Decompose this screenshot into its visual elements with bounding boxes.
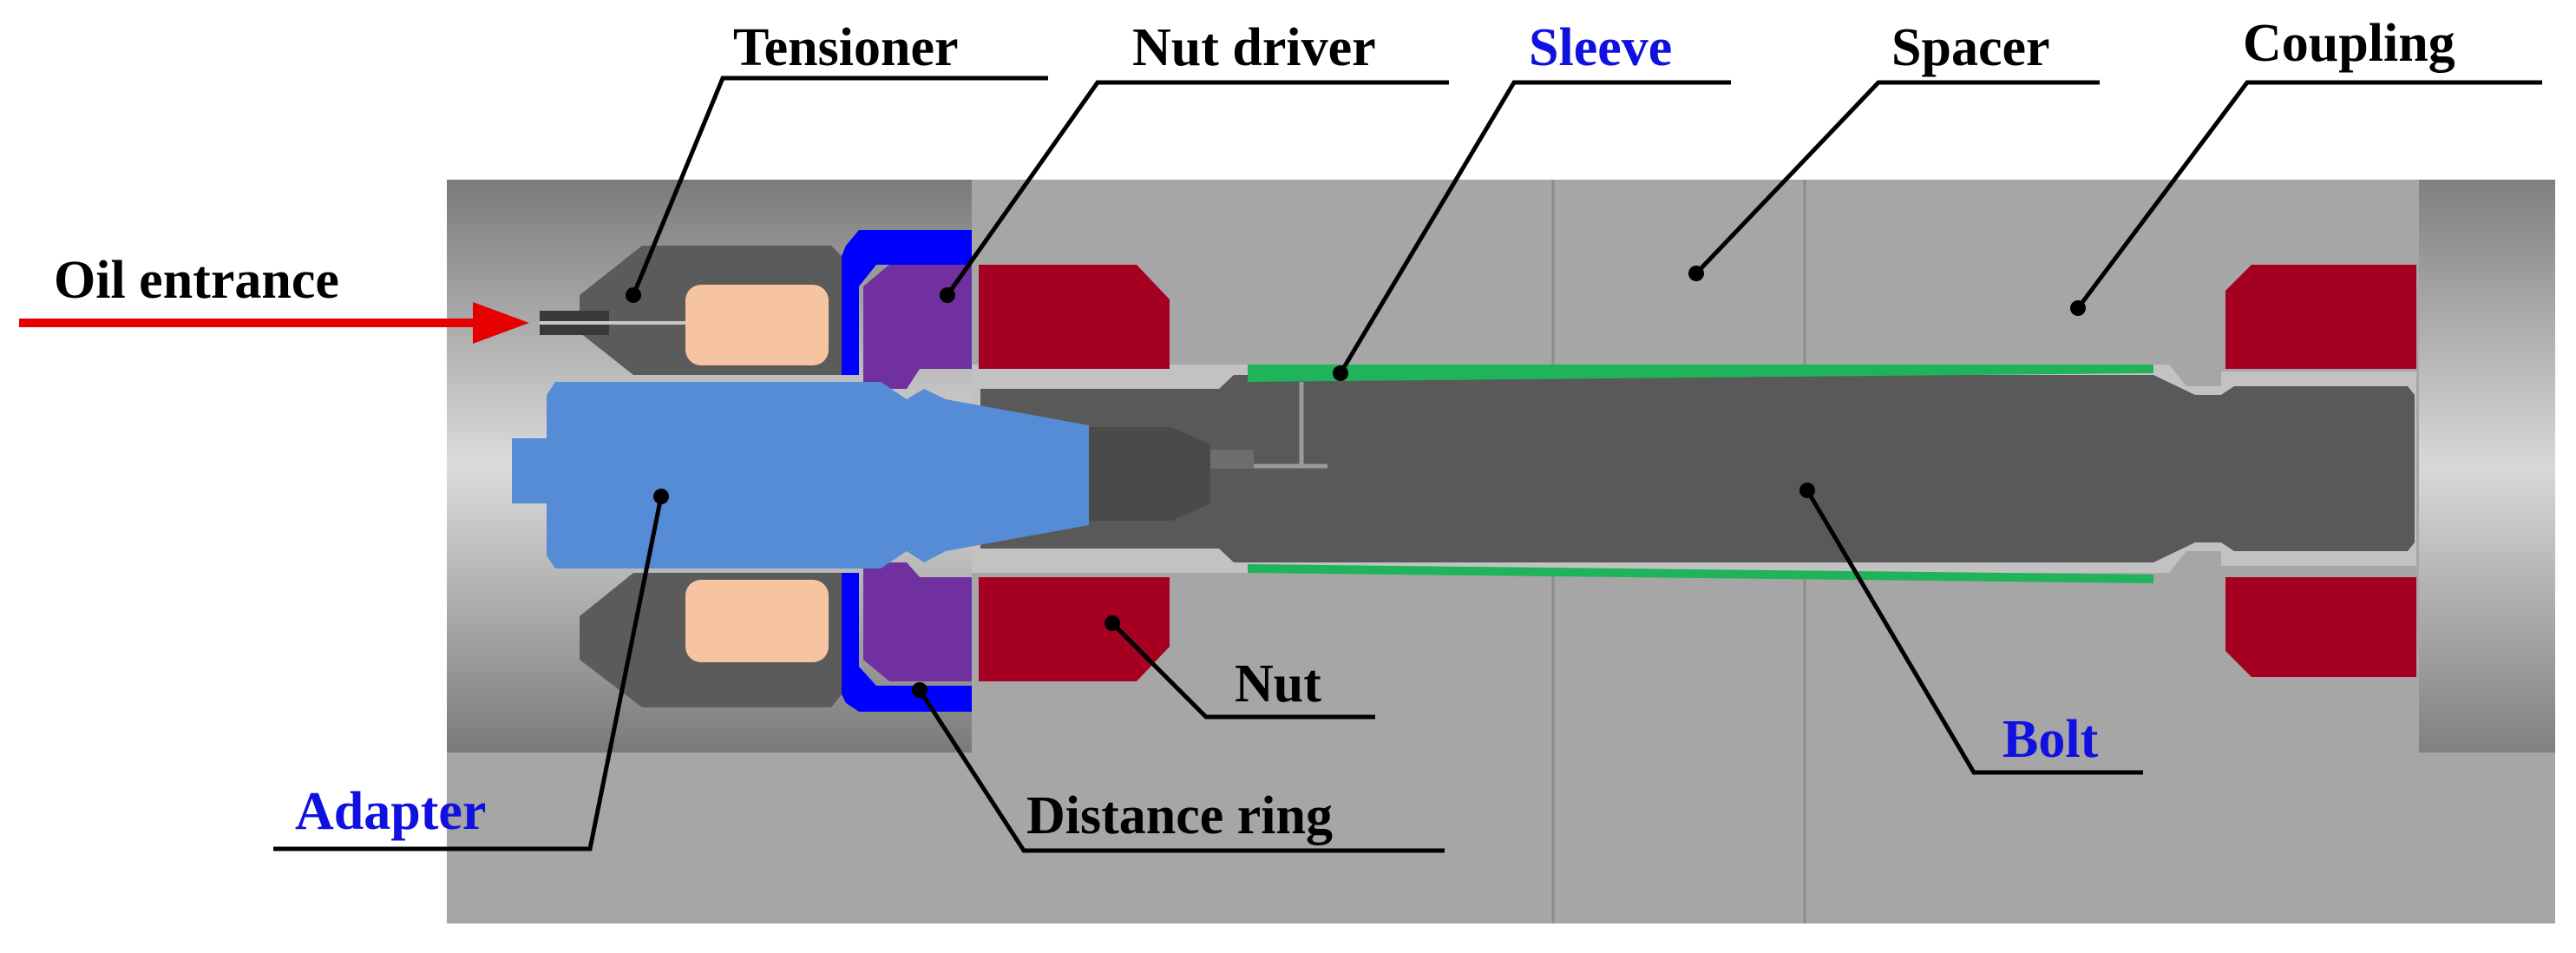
leader-distance-ring [917,688,1445,853]
leader-adapter [273,496,664,851]
dot-nut-driver [940,287,955,303]
dot-adapter [653,489,669,504]
dot-coupling [2070,300,2086,316]
leader-dots [626,266,2086,698]
adapter-tip [1089,427,1210,521]
leader-spacer [1694,80,2100,275]
leader-sleeve [1338,80,1731,375]
adapter-pin [1210,450,1254,469]
sleeve-top [1248,365,2153,382]
label-spacer: Spacer [1891,18,2050,77]
dot-spacer [1688,266,1704,281]
distance-ring-bottom [842,573,972,712]
leader-lines [273,76,2542,853]
nut-left-top [979,265,1170,369]
label-oil-entrance: Oil entrance [54,251,339,310]
adapter-shape [512,382,1089,569]
leader-nut-driver [945,80,1449,297]
label-sleeve: Sleeve [1529,18,1672,77]
label-distance-ring: Distance ring [1026,786,1333,845]
right-bore-recess [2419,180,2555,753]
label-bolt: Bolt [2002,710,2099,769]
leader-bolt [1805,489,2143,775]
oil-entrance-arrowhead [473,302,529,344]
nut-right-bottom [2225,577,2416,677]
bolt-shape [980,375,2415,562]
dot-distance-ring [912,682,927,698]
label-adapter: Adapter [295,782,486,841]
leader-nut [1111,621,1375,720]
distance-ring-top [842,230,972,375]
dot-bolt [1799,483,1815,498]
dot-nut [1104,615,1120,631]
piston-top [685,285,829,365]
dot-tensioner [626,287,641,303]
nut-right-top [2225,265,2416,369]
leader-tensioner [631,76,1048,296]
piston-bottom [685,580,829,662]
leader-coupling [2076,80,2542,310]
dot-sleeve [1333,365,1348,381]
label-nut: Nut [1235,654,1321,713]
nut-driver-bottom [863,562,972,681]
label-coupling: Coupling [2243,14,2455,73]
nut-left-bottom [979,577,1170,681]
sleeve-bottom [1248,564,2153,583]
label-tensioner: Tensioner [733,18,959,77]
label-nut-driver: Nut driver [1132,18,1376,77]
